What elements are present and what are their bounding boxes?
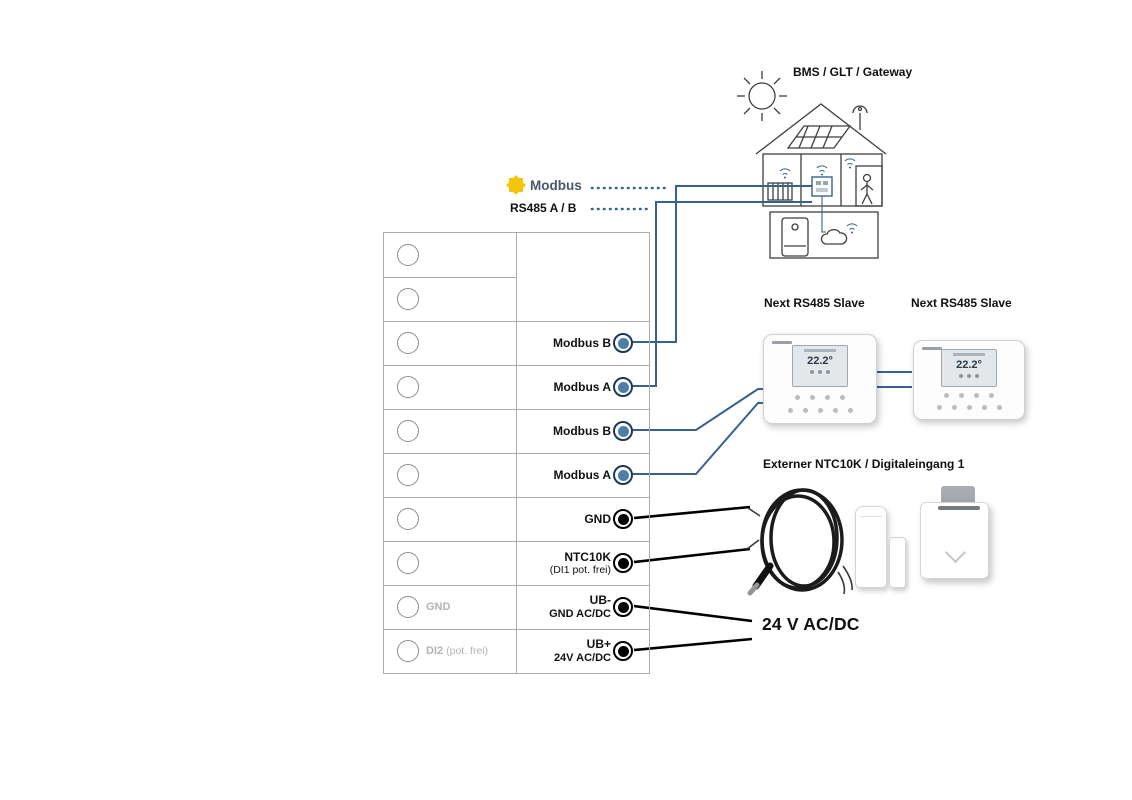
- thermostat-screen: 22.2°: [792, 345, 848, 387]
- house-internal-bus-line: [821, 196, 826, 233]
- screw-terminal-circle: [397, 244, 419, 266]
- card-switch-illustration: [920, 502, 989, 579]
- table-row-divider: [384, 321, 649, 322]
- wire-gnd: [633, 505, 751, 520]
- terminal-row-gnd: GND: [384, 497, 649, 541]
- wire-ub-minus: [633, 604, 753, 623]
- bms-gateway-label: BMS / GLT / Gateway: [793, 65, 913, 79]
- table-row-divider: [384, 629, 649, 630]
- terminal-row-modbus-a: Modbus A: [384, 453, 649, 497]
- terminal-label: GND: [584, 511, 611, 526]
- terminal-connector: [613, 421, 633, 441]
- device-button-row: [764, 395, 876, 400]
- temperature-reading: 22.2°: [956, 359, 982, 371]
- chevron-down-icon: [944, 541, 967, 564]
- modbus-gear-icon: [506, 175, 526, 195]
- cloud-icon: [820, 229, 848, 245]
- screw-terminal-circle: [397, 552, 419, 574]
- antenna-icon: [852, 105, 868, 130]
- terminal-connector: [613, 377, 633, 397]
- terminal-label: UB-GND AC/DC: [549, 593, 611, 620]
- external-input-label: Externer NTC10K / Digitaleingang 1: [763, 457, 965, 471]
- sun-icon: [737, 71, 787, 121]
- thermostat-screen: 22.2°: [941, 349, 997, 387]
- table-row-divider: [384, 365, 649, 366]
- table-row-divider: [384, 277, 516, 278]
- card-slot: [938, 506, 980, 510]
- terminal-label: [520, 233, 611, 277]
- rs485-slave-thermostat-1: 22.2°: [763, 334, 877, 424]
- table-row-divider: [384, 541, 649, 542]
- temperature-reading: 22.2°: [807, 355, 833, 367]
- terminal-connector: [613, 553, 633, 573]
- person-at-door-icon: [855, 165, 883, 207]
- terminal-label: Modbus B: [553, 335, 611, 350]
- screw-terminal-circle: [397, 288, 419, 310]
- door-contact-magnet: [889, 537, 906, 588]
- terminal-row-ntc10k: NTC10K(DI1 pot. frei): [384, 541, 649, 585]
- rs485-label: RS485 A / B: [510, 201, 577, 215]
- screw-terminal-circle: [397, 508, 419, 530]
- wire-ntc: [633, 547, 751, 564]
- screw-terminal-circle: [397, 376, 419, 398]
- terminal-label: UB+24V AC/DC: [553, 637, 611, 664]
- wire-modbus-b-bms: [632, 185, 812, 343]
- terminal-row-modbus-b: Modbus B: [384, 321, 649, 365]
- door-window-contact-illustration: [855, 506, 887, 588]
- device-button-row: [914, 405, 1024, 410]
- modbus-logo-text: Modbus: [530, 177, 582, 193]
- slave2-label: Next RS485 Slave: [911, 296, 1012, 310]
- table-row-divider: [384, 453, 649, 454]
- screw-terminal-circle: [397, 420, 419, 442]
- screw-terminal-circle: [397, 464, 419, 486]
- terminal-connector: [613, 509, 633, 529]
- terminal-connector: [613, 641, 633, 661]
- wire-modbus-b-slave: [632, 388, 764, 431]
- thermostat-panel-icon: [811, 176, 833, 197]
- terminal-label: Modbus A: [553, 467, 611, 482]
- table-row-divider: [384, 409, 649, 410]
- terminal-label: Modbus B: [553, 423, 611, 438]
- terminal-row-ub-minus: GND UB-GND AC/DC: [384, 585, 649, 629]
- terminal-row: [384, 277, 649, 321]
- modbus-logo: Modbus: [506, 175, 582, 195]
- wifi-icon: [846, 223, 858, 234]
- terminal-label: [520, 277, 611, 321]
- power-supply-label: 24 V AC/DC: [762, 614, 860, 634]
- wires: [590, 185, 912, 652]
- wire-modbus-a-slave: [632, 402, 764, 475]
- wifi-icon: [779, 168, 791, 179]
- terminal-row-modbus-a: Modbus A: [384, 365, 649, 409]
- rs485-slave-thermostat-2: 22.2°: [913, 340, 1025, 420]
- device-button-row: [914, 393, 1024, 398]
- wifi-icon: [844, 158, 856, 169]
- terminal-row-ub-plus: DI2(pot. frei) UB+24V AC/DC: [384, 629, 649, 673]
- terminal-row-modbus-b: Modbus B: [384, 409, 649, 453]
- screw-terminal-circle: [397, 332, 419, 354]
- terminal-connector: [613, 597, 633, 617]
- terminal-row: [384, 233, 649, 277]
- screw-terminal-circle: [397, 596, 419, 618]
- house-illustration: [755, 103, 887, 259]
- table-row-divider: [384, 585, 649, 586]
- terminal-label: Modbus A: [553, 379, 611, 394]
- device-button-row: [764, 408, 876, 413]
- screw-terminal-circle: [397, 640, 419, 662]
- slave1-label: Next RS485 Slave: [764, 296, 865, 310]
- terminal-block-table: Modbus B Modbus A Modbus B Modbu: [383, 232, 650, 674]
- wire-ub-plus: [633, 637, 753, 652]
- device-brand-mark: [772, 341, 792, 344]
- solar-panel-icon: [786, 125, 852, 149]
- wire-modbus-a-bms: [632, 201, 812, 387]
- ntc-cable-sensor-illustration: [746, 488, 853, 596]
- wifi-icon: [816, 165, 828, 176]
- boiler-icon: [781, 217, 809, 257]
- terminal-connector: [613, 333, 633, 353]
- terminal-connector: [613, 465, 633, 485]
- terminal-label: NTC10K(DI1 pot. frei): [549, 549, 611, 576]
- device-brand-mark: [922, 347, 942, 350]
- table-row-divider: [384, 497, 649, 498]
